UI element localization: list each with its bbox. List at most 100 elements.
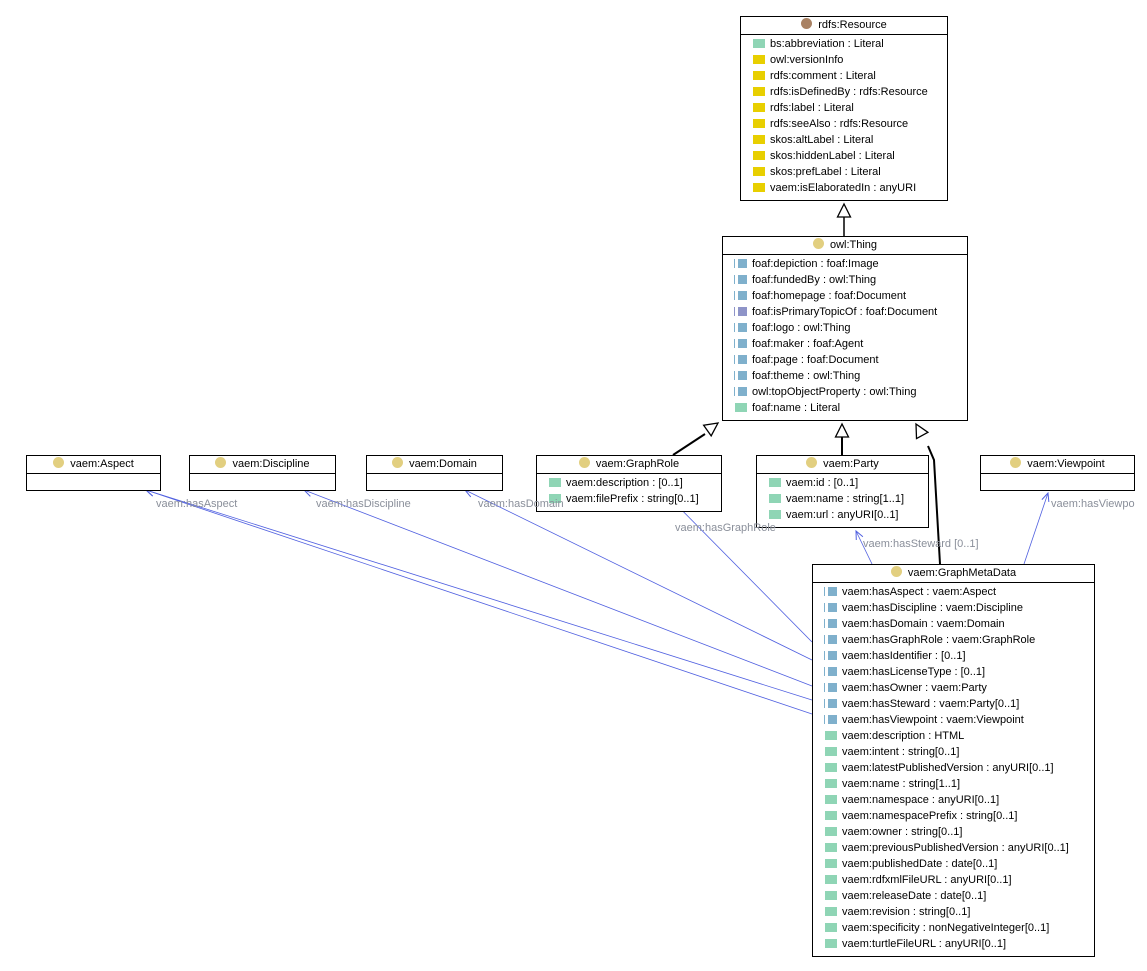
attribute-label: vaem:hasOwner : vaem:Party <box>842 682 987 694</box>
class-box-discipline[interactable]: vaem:Discipline <box>189 455 336 491</box>
attribute-row[interactable]: bs:abbreviation : Literal <box>741 36 947 52</box>
attribute-row[interactable]: vaem:rdfxmlFileURL : anyURI[0..1] <box>813 872 1094 888</box>
attribute-label: vaem:hasAspect : vaem:Aspect <box>842 586 997 598</box>
class-box-party[interactable]: vaem:Party vaem:id : [0..1] vaem:name : st… <box>756 455 929 528</box>
annotation-property-icon <box>753 71 765 80</box>
attribute-row[interactable]: foaf:page : foaf:Document <box>723 352 967 368</box>
class-header[interactable]: vaem:Party <box>757 456 928 474</box>
class-box-aspect[interactable]: vaem:Aspect <box>26 455 161 491</box>
attribute-label: bs:abbreviation : Literal <box>770 38 884 50</box>
class-name: vaem:Viewpoint <box>1027 458 1105 470</box>
attribute-label: vaem:latestPublishedVersion : anyURI[0..… <box>842 762 1054 774</box>
association-arrowhead-hassteward <box>855 529 864 541</box>
object-property-icon <box>735 355 747 364</box>
datatype-property-icon <box>825 907 837 916</box>
attribute-row[interactable]: vaem:hasLicenseType : [0..1] <box>813 664 1094 680</box>
attribute-row[interactable]: vaem:url : anyURI[0..1] <box>757 507 928 523</box>
attribute-row[interactable]: vaem:hasAspect : vaem:Aspect <box>813 584 1094 600</box>
attribute-row[interactable]: vaem:namespace : anyURI[0..1] <box>813 792 1094 808</box>
attribute-row[interactable]: vaem:name : string[1..1] <box>813 776 1094 792</box>
attribute-label: vaem:owner : string[0..1] <box>842 826 963 838</box>
class-box-gmd[interactable]: vaem:GraphMetaData vaem:hasAspect : vaem:… <box>812 564 1095 957</box>
edge-label-hasdiscipline: vaem:hasDiscipline <box>316 498 411 510</box>
attribute-row[interactable]: skos:prefLabel : Literal <box>741 164 947 180</box>
owl-class-icon <box>806 457 818 468</box>
attribute-row[interactable]: foaf:fundedBy : owl:Thing <box>723 272 967 288</box>
owl-class-icon <box>1010 457 1022 468</box>
attribute-row[interactable]: foaf:theme : owl:Thing <box>723 368 967 384</box>
attribute-row[interactable]: vaem:turtleFileURL : anyURI[0..1] <box>813 936 1094 952</box>
attribute-row[interactable]: foaf:name : Literal <box>723 400 967 416</box>
attribute-label: vaem:name : string[1..1] <box>786 493 904 505</box>
attribute-row[interactable]: vaem:name : string[1..1] <box>757 491 928 507</box>
class-box-resource[interactable]: rdfs:Resource bs:abbreviation : Literal ow… <box>740 16 948 201</box>
attribute-row[interactable]: rdfs:comment : Literal <box>741 68 947 84</box>
class-name: vaem:Party <box>823 458 879 470</box>
attribute-row[interactable]: foaf:homepage : foaf:Document <box>723 288 967 304</box>
attribute-row[interactable]: vaem:specificity : nonNegativeInteger[0.… <box>813 920 1094 936</box>
attribute-row[interactable]: owl:topObjectProperty : owl:Thing <box>723 384 967 400</box>
class-header[interactable]: rdfs:Resource <box>741 17 947 35</box>
attribute-label: vaem:publishedDate : date[0..1] <box>842 858 998 870</box>
attribute-row[interactable]: vaem:description : [0..1] <box>537 475 721 491</box>
attribute-row[interactable]: vaem:description : HTML <box>813 728 1094 744</box>
attribute-row[interactable]: vaem:hasSteward : vaem:Party[0..1] <box>813 696 1094 712</box>
attribute-row[interactable]: vaem:namespacePrefix : string[0..1] <box>813 808 1094 824</box>
class-header[interactable]: vaem:Discipline <box>190 456 335 474</box>
class-box-graphrole[interactable]: vaem:GraphRole vaem:description : [0..1]v… <box>536 455 722 512</box>
attribute-row[interactable]: foaf:maker : foaf:Agent <box>723 336 967 352</box>
class-box-viewpoint[interactable]: vaem:Viewpoint <box>980 455 1135 491</box>
attribute-row[interactable]: vaem:hasGraphRole : vaem:GraphRole <box>813 632 1094 648</box>
object-property-icon <box>735 387 747 396</box>
attribute-row[interactable]: vaem:hasOwner : vaem:Party <box>813 680 1094 696</box>
attribute-row[interactable]: vaem:latestPublishedVersion : anyURI[0..… <box>813 760 1094 776</box>
attribute-row[interactable]: vaem:hasViewpoint : vaem:Viewpoint <box>813 712 1094 728</box>
class-name: vaem:GraphRole <box>595 458 680 470</box>
attribute-row[interactable]: rdfs:label : Literal <box>741 100 947 116</box>
attribute-row[interactable]: rdfs:isDefinedBy : rdfs:Resource <box>741 84 947 100</box>
attribute-row[interactable]: skos:hiddenLabel : Literal <box>741 148 947 164</box>
attribute-row[interactable]: skos:altLabel : Literal <box>741 132 947 148</box>
edge-label-hassteward: vaem:hasSteward [0..1] <box>863 538 979 550</box>
attribute-row[interactable]: vaem:revision : string[0..1] <box>813 904 1094 920</box>
attribute-label: owl:versionInfo <box>770 54 844 66</box>
attribute-row[interactable]: vaem:hasDiscipline : vaem:Discipline <box>813 600 1094 616</box>
class-header[interactable]: vaem:GraphRole <box>537 456 721 474</box>
class-header[interactable]: owl:Thing <box>723 237 967 255</box>
datatype-property-icon <box>549 494 561 503</box>
attribute-row[interactable]: vaem:filePrefix : string[0..1] <box>537 491 721 507</box>
datatype-property-icon <box>825 795 837 804</box>
attribute-row[interactable]: rdfs:seeAlso : rdfs:Resource <box>741 116 947 132</box>
class-header[interactable]: vaem:Aspect <box>27 456 160 474</box>
owl-class-icon <box>215 457 227 468</box>
attribute-row[interactable]: vaem:hasDomain : vaem:Domain <box>813 616 1094 632</box>
attribute-label: foaf:isPrimaryTopicOf : foaf:Document <box>752 306 938 318</box>
attribute-row[interactable]: owl:versionInfo <box>741 52 947 68</box>
datatype-property-icon <box>735 403 747 412</box>
owl-class-icon <box>812 238 824 249</box>
attribute-row[interactable]: vaem:isElaboratedIn : anyURI <box>741 180 947 196</box>
attribute-row[interactable]: foaf:isPrimaryTopicOf : foaf:Document <box>723 304 967 320</box>
class-header[interactable]: vaem:Domain <box>367 456 502 474</box>
attribute-row[interactable]: vaem:hasIdentifier : [0..1] <box>813 648 1094 664</box>
class-box-domain[interactable]: vaem:Domain <box>366 455 503 491</box>
class-attributes: vaem:id : [0..1] vaem:name : string[1..1]… <box>757 474 928 527</box>
attribute-row[interactable]: vaem:publishedDate : date[0..1] <box>813 856 1094 872</box>
attribute-row[interactable]: foaf:logo : owl:Thing <box>723 320 967 336</box>
attribute-row[interactable]: vaem:owner : string[0..1] <box>813 824 1094 840</box>
edge-label-hasgraphrole: vaem:hasGraphRole <box>675 522 776 534</box>
attribute-row[interactable]: foaf:depiction : foaf:Image <box>723 256 967 272</box>
attribute-label: vaem:namespace : anyURI[0..1] <box>842 794 1000 806</box>
datatype-property-icon <box>825 811 837 820</box>
attribute-row[interactable]: vaem:previousPublishedVersion : anyURI[0… <box>813 840 1094 856</box>
class-header[interactable]: vaem:GraphMetaData <box>813 565 1094 583</box>
owl-class-icon <box>578 457 590 468</box>
class-name: vaem:Aspect <box>70 458 134 470</box>
attribute-row[interactable]: vaem:releaseDate : date[0..1] <box>813 888 1094 904</box>
attribute-row[interactable]: vaem:id : [0..1] <box>757 475 928 491</box>
annotation-property-icon <box>753 135 765 144</box>
class-name: rdfs:Resource <box>818 19 887 31</box>
attribute-row[interactable]: vaem:intent : string[0..1] <box>813 744 1094 760</box>
class-header[interactable]: vaem:Viewpoint <box>981 456 1134 474</box>
